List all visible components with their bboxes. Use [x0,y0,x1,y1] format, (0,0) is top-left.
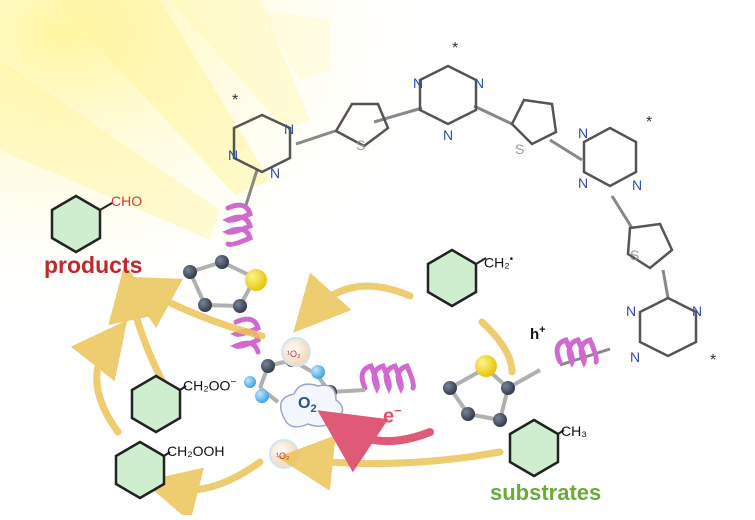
nitrogen-label: N [413,75,423,91]
carbon-atom [233,299,247,313]
oxygen-label: O2 [298,395,317,416]
sulfur-label: S [515,141,524,157]
benzyl-radical-label: CH₂• [484,254,514,271]
nitrogen-label: N [632,177,642,193]
substrates-label: substrates [490,480,602,505]
oxygen-text: O [298,395,311,412]
triazine-ring-4: N N N [626,296,702,365]
carbon-atom [183,265,197,279]
nitrogen-label: N [692,303,702,319]
aldehyde-group-label: CHO [111,193,143,209]
hole-label: h+ [530,324,546,343]
thiophene-ring-2: S [510,98,558,157]
peroxyl-label: CH₂OO− [183,377,237,394]
sunlight [0,0,430,330]
benzene-hydroperoxide [114,440,171,500]
benzene-toluene [508,418,565,478]
carbon-atom [215,255,229,269]
nitrogen-atom [244,376,256,388]
nitrogen-atom [255,389,269,403]
triazine-ring-3: N N N [578,125,642,193]
peroxyl-text: CH₂OO [183,377,231,394]
nitrogen-label: N [630,349,640,365]
thiophene-ring-3: S [626,222,674,270]
sulfur-atom [475,355,497,377]
singlet-oxygen-label: ¹O₂ [287,349,301,359]
asterisk-end-marker: * [710,352,717,369]
nitrogen-label: N [578,175,588,191]
carbon-atom [461,407,475,421]
nitrogen-label: N [474,75,484,91]
sulfur-label: S [630,247,639,263]
sulfur-label: S [356,137,365,153]
electron-label: e− [383,403,402,428]
thiophene-ring-1: S [334,102,390,153]
nitrogen-label: N [443,127,453,143]
hole-text: h [530,326,540,343]
nitrogen-label: N [284,121,294,137]
products-label: products [44,252,143,278]
sulfur-atom [245,269,267,291]
benzene-product [50,194,113,254]
nitrogen-label: N [270,165,280,181]
benzene-radical [426,248,487,308]
triazine-ring-1: N N N [228,113,294,181]
electron-transfer-arrow [317,410,434,473]
nitrogen-label: N [228,147,238,163]
benzene-peroxyl [130,374,187,434]
singlet-oxygen-label: ¹O₂ [276,451,290,461]
carbon-atom [198,298,212,312]
carbon-atom [501,381,515,395]
nitrogen-label: N [626,303,636,319]
carbon-atom [493,413,507,427]
benzyl-radical-text: CH₂ [484,254,510,271]
asterisk-end-marker: * [232,92,239,109]
nitrogen-label: N [578,125,588,141]
asterisk-end-marker: * [452,40,459,57]
asterisk-end-marker: * [646,114,653,131]
carbon-atom [261,359,275,373]
triazine-ring-2: N N N [413,64,484,143]
nitrogen-atom [311,365,325,379]
carbon-atom [443,381,457,395]
singlet-oxygen-sphere [281,337,311,367]
methyl-group-label: CH₃ [561,423,587,439]
hydroperoxide-label: CH₂OOH [167,443,225,459]
electron-text: e [383,405,395,428]
